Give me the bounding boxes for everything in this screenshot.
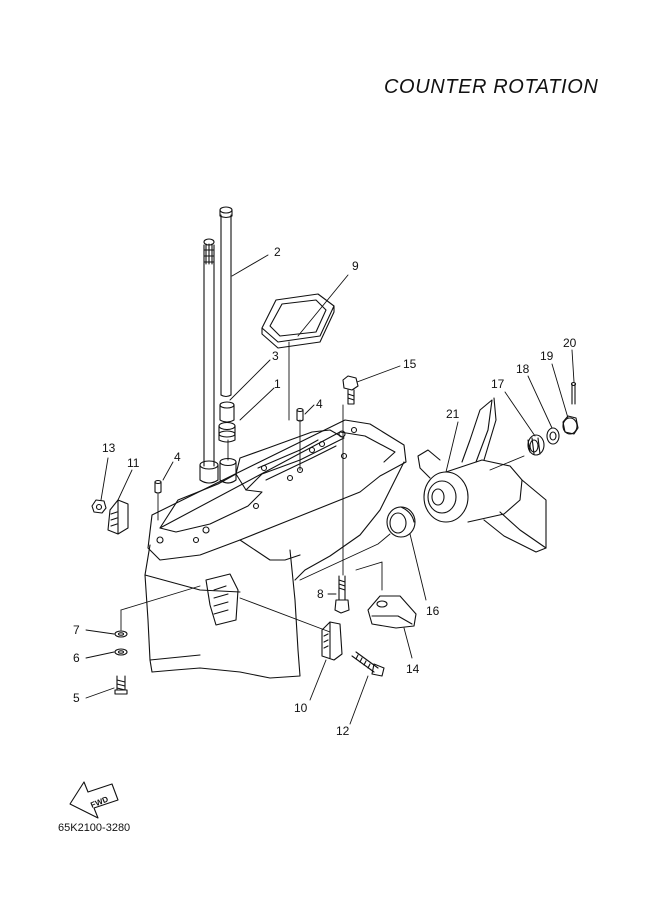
bracket-11 <box>107 499 129 535</box>
callout-10: 10 <box>294 701 308 715</box>
bracket-10 <box>321 621 343 661</box>
anode <box>386 506 416 538</box>
callout-19: 19 <box>540 349 554 363</box>
callout-3: 3 <box>272 349 279 363</box>
propeller <box>417 397 547 553</box>
callout-4-right: 4 <box>316 397 323 411</box>
callout-18: 18 <box>516 362 530 376</box>
nut-13 <box>91 499 107 514</box>
leader-lines <box>85 254 575 725</box>
callout-21: 21 <box>446 407 460 421</box>
lower-case-housing <box>144 419 407 679</box>
callout-2: 2 <box>274 245 281 259</box>
callout-17: 17 <box>491 377 505 391</box>
callout-14: 14 <box>406 662 420 676</box>
prop-hardware <box>527 381 579 456</box>
callout-13: 13 <box>102 441 116 455</box>
callout-8: 8 <box>317 587 324 601</box>
drain-screw <box>114 675 128 695</box>
diagram-title: COUNTER ROTATION <box>384 76 599 98</box>
callout-15: 15 <box>403 357 417 371</box>
callout-12: 12 <box>336 724 350 738</box>
callout-9: 9 <box>352 259 359 273</box>
callout-5: 5 <box>73 691 80 705</box>
fwd-arrow-icon <box>69 781 119 819</box>
washer-6 <box>114 648 128 656</box>
drive-shafts <box>199 206 237 484</box>
callout-16: 16 <box>426 604 440 618</box>
callout-20: 20 <box>563 336 577 350</box>
bolt-12 <box>351 651 385 677</box>
washer-7 <box>114 630 128 638</box>
callout-6: 6 <box>73 651 80 665</box>
callout-7: 7 <box>73 623 80 637</box>
fwd-label: FWD <box>89 795 109 810</box>
callout-11: 11 <box>127 456 140 470</box>
trim-tab <box>367 595 417 629</box>
bolt-8 <box>334 575 350 614</box>
callout-1: 1 <box>274 377 281 391</box>
callout-4-left: 4 <box>174 450 181 464</box>
diagram-code: 65K2100-3280 <box>58 822 131 834</box>
bolt-15 <box>342 375 359 405</box>
gasket <box>261 293 335 349</box>
assembly-lines <box>120 341 525 633</box>
